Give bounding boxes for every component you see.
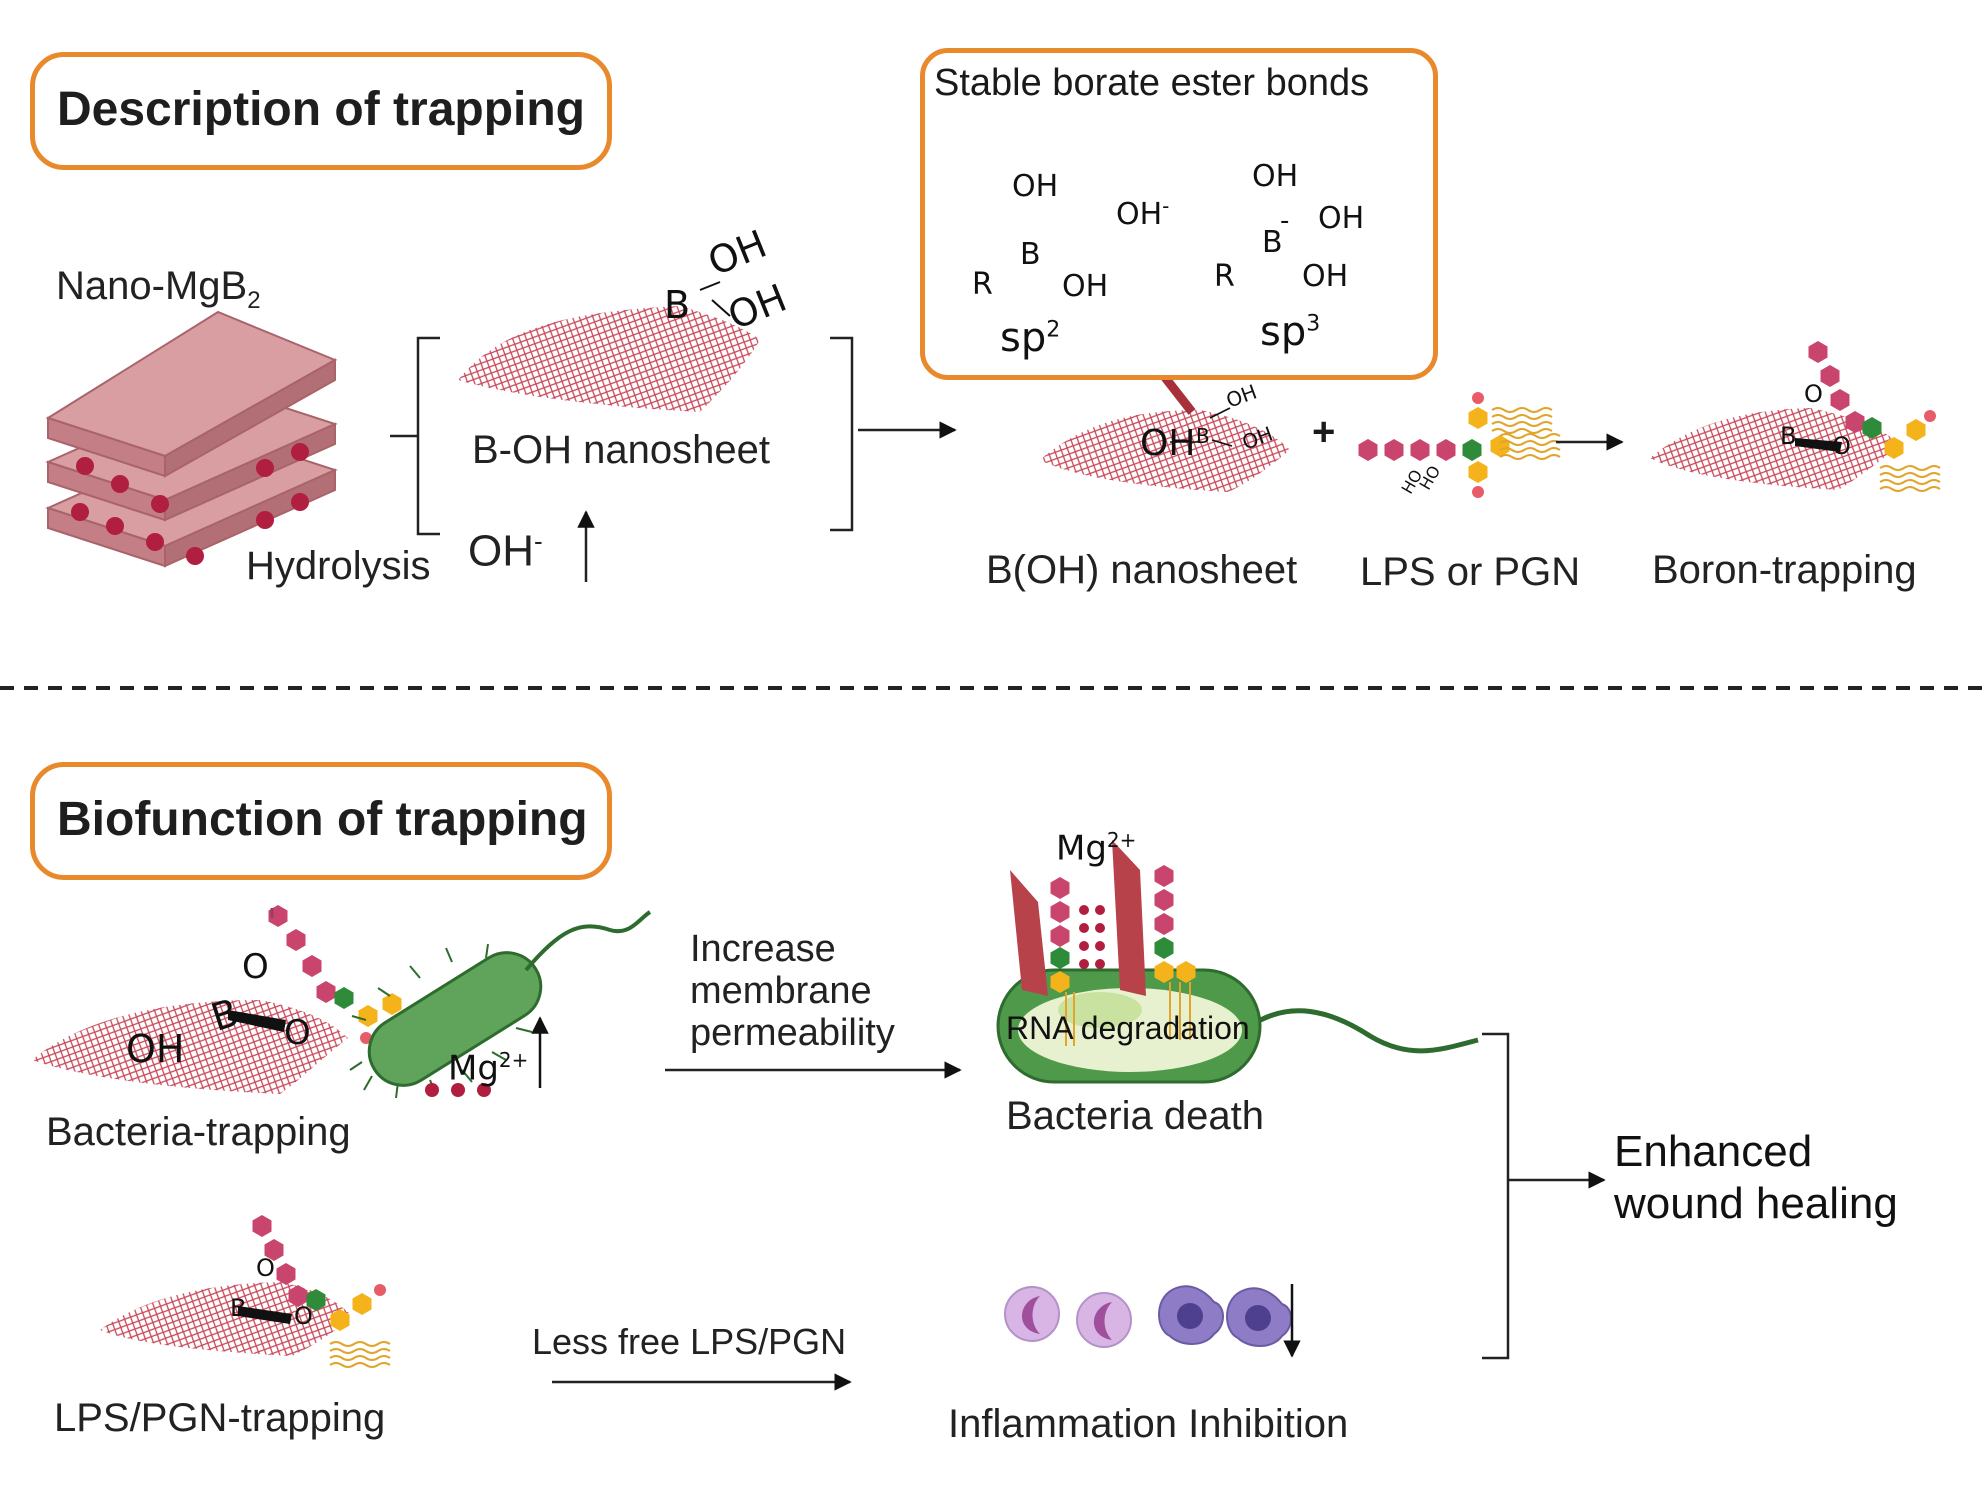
mg-top-label: Mg2+ (1056, 828, 1137, 869)
trap-o-2: O (1832, 432, 1851, 460)
sp2-b: B (1020, 237, 1041, 272)
bt-o-1: O (242, 947, 269, 987)
wound-healing-label: wound healing (1614, 1179, 1898, 1228)
mg-release-label: Mg2+ (448, 1048, 529, 1089)
bacteria-death-label: Bacteria death (1006, 1094, 1264, 1138)
sp3-minus: - (1280, 206, 1290, 236)
sp2-r: R (972, 267, 993, 302)
bracket-lines (390, 336, 957, 582)
lps-or-pgn-label: LPS or PGN (1360, 550, 1581, 594)
trap-o-1: O (1804, 380, 1823, 408)
sp3-oh-hashed: OH (1318, 201, 1365, 236)
lps-pgn-trapping-label: LPS/PGN-trapping (54, 1396, 386, 1440)
rna-degradation-label: RNA degradation (1006, 1010, 1250, 1046)
merge-bracket (1482, 1032, 1606, 1360)
permeability-label: permeability (690, 1012, 895, 1054)
nanosheet-b: B (664, 283, 691, 327)
sp2-oh-right: OH (1062, 269, 1109, 304)
rod-bacterium-icon (349, 910, 652, 1099)
lpt-o-2: O (294, 1302, 313, 1330)
hydrolysis-label: Hydrolysis (246, 544, 431, 588)
b-oh-nanosheet-label: B(OH) nanosheet (986, 548, 1298, 592)
increase-label: Increase (690, 928, 836, 970)
sp3-label: sp3 (1260, 309, 1321, 355)
reaction-oh: OH- (1116, 194, 1170, 232)
sheet2-oh-big: OH (1140, 423, 1196, 464)
sp3-oh-top: OH (1252, 159, 1299, 194)
lpt-o-1: O (256, 1254, 275, 1282)
plus-sign: + (1312, 410, 1336, 454)
sp3-oh-wedge: OH (1302, 259, 1349, 294)
oh-minus-label: OH- (468, 526, 543, 576)
b-oh-nanosheet-icon (1040, 407, 1290, 492)
section2-title-box (30, 762, 612, 880)
mgb2-block-icon (45, 310, 338, 568)
nano-mgb2-label: Nano-MgB2 (56, 264, 261, 314)
section1-title-box (30, 52, 612, 170)
boh-nanosheet-icon (458, 281, 760, 412)
borate-box-title: Stable borate ester bonds (934, 62, 1370, 104)
lps-molecule-icon (1358, 392, 1561, 498)
bacteria-trapping-label: Bacteria-trapping (46, 1110, 351, 1154)
sp3-r: R (1214, 259, 1235, 294)
immune-cells-icon (1004, 1285, 1292, 1348)
section2-title: Biofunction of trapping (57, 793, 588, 846)
bt-oh: OH (126, 1027, 185, 1071)
lps-pgn-trapping-icon (100, 1215, 391, 1368)
lpt-b: B (230, 1294, 247, 1322)
trap-b: B (1780, 422, 1797, 450)
sp2-oh-top: OH (1012, 169, 1059, 204)
bt-o-2: O (284, 1013, 311, 1053)
sp3-b: B (1262, 225, 1283, 260)
membrane-label: membrane (690, 970, 872, 1012)
boron-trapping-icon (1650, 341, 1941, 492)
bacteria-trapping-icon (32, 905, 402, 1094)
boh-nanosheet-label: B-OH nanosheet (472, 428, 770, 472)
sheet2-b: B (1196, 424, 1210, 448)
less-free-label: Less free LPS/PGN (532, 1321, 847, 1362)
boron-trapping-label: Boron-trapping (1652, 548, 1917, 592)
dead-bacterium-icon (996, 840, 1479, 1084)
sp2-label: sp2 (1000, 315, 1061, 361)
borate-box (920, 48, 1438, 380)
enhanced-label: Enhanced (1614, 1127, 1813, 1176)
section1-title: Description of trapping (57, 83, 585, 136)
inflammation-label: Inflammation Inhibition (948, 1402, 1349, 1446)
